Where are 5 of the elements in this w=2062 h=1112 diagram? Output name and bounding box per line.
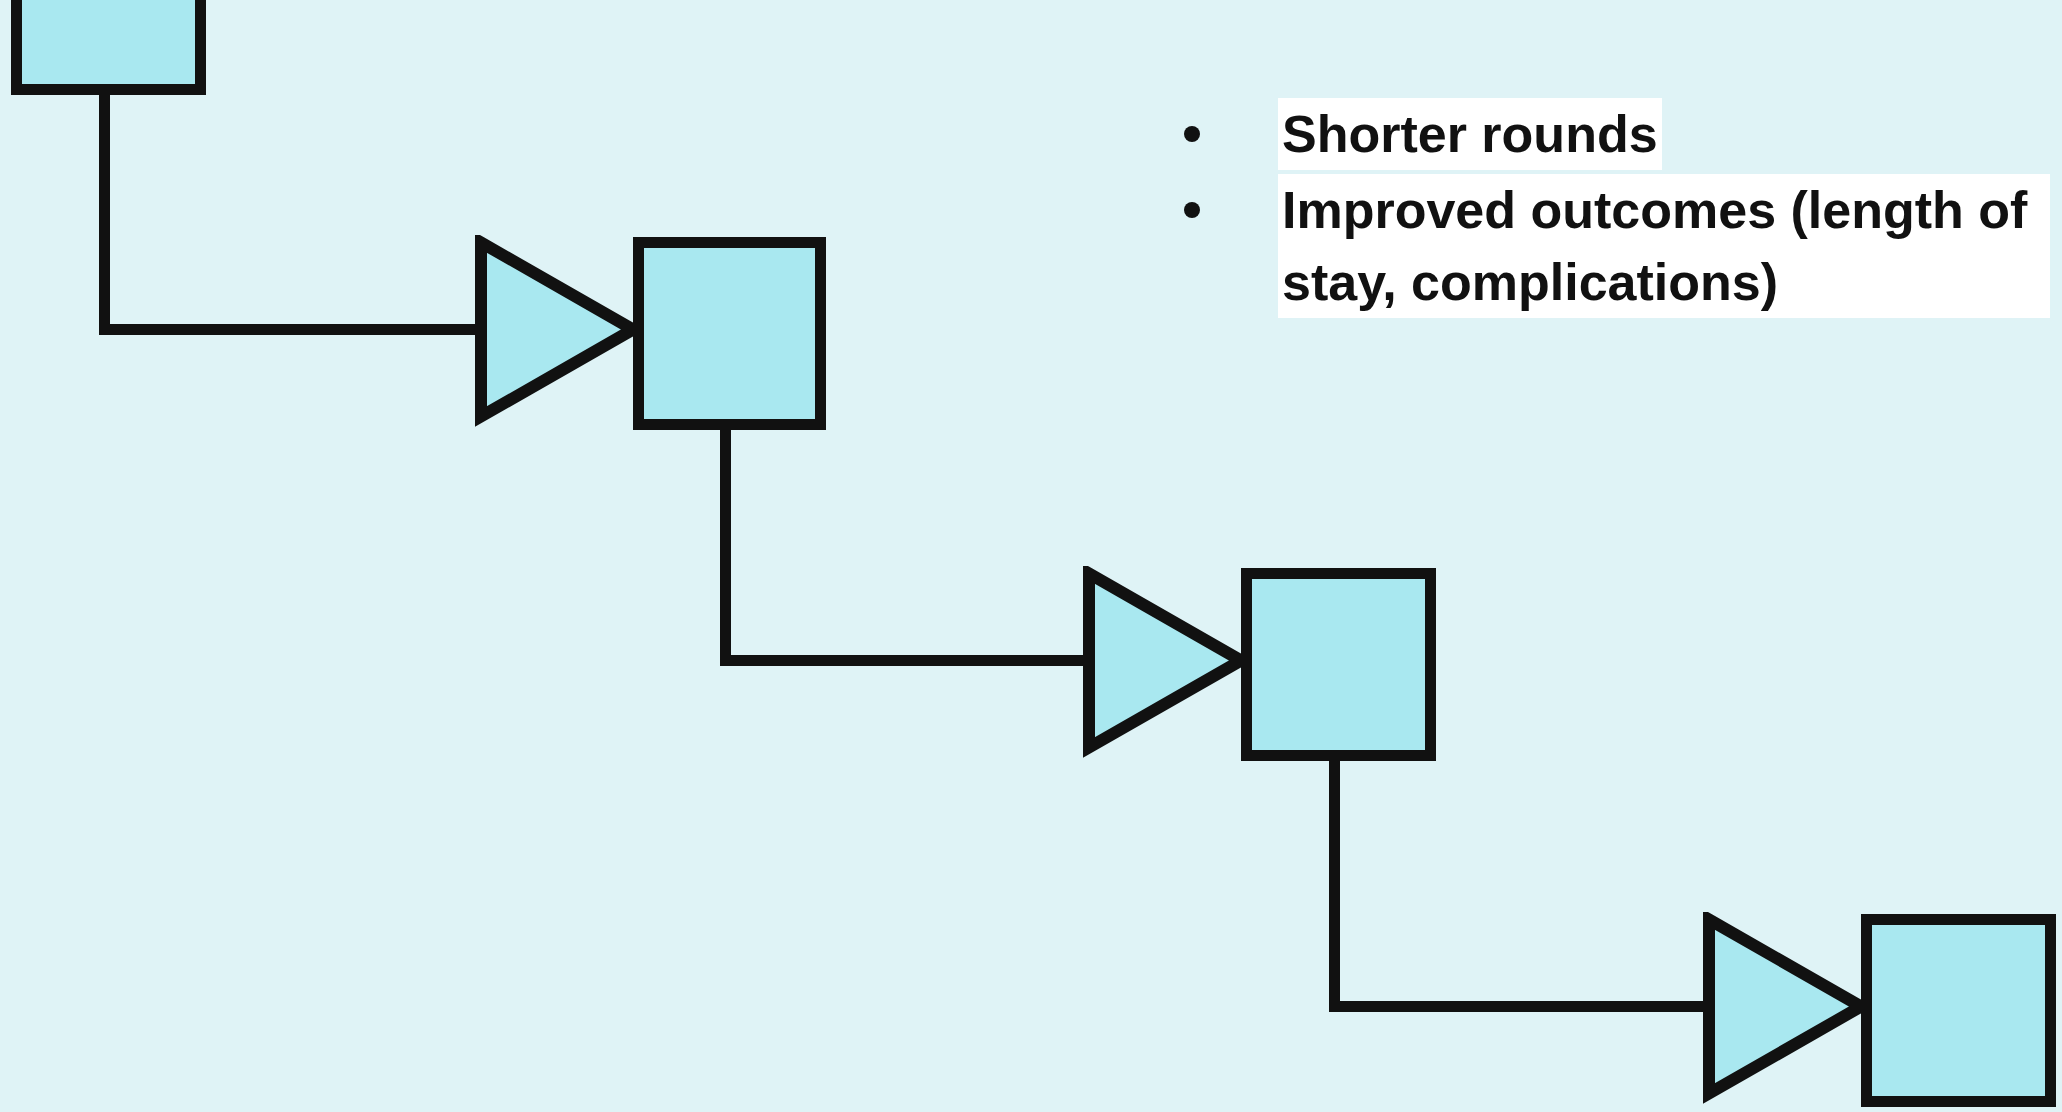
square-box [1241,568,1436,761]
bullet-text: Improved outcomes (length of stay, complications) [1278,174,2050,318]
bullet-text: Shorter rounds [1278,98,1662,170]
square-box [1861,914,2056,1107]
square-box [633,237,826,430]
